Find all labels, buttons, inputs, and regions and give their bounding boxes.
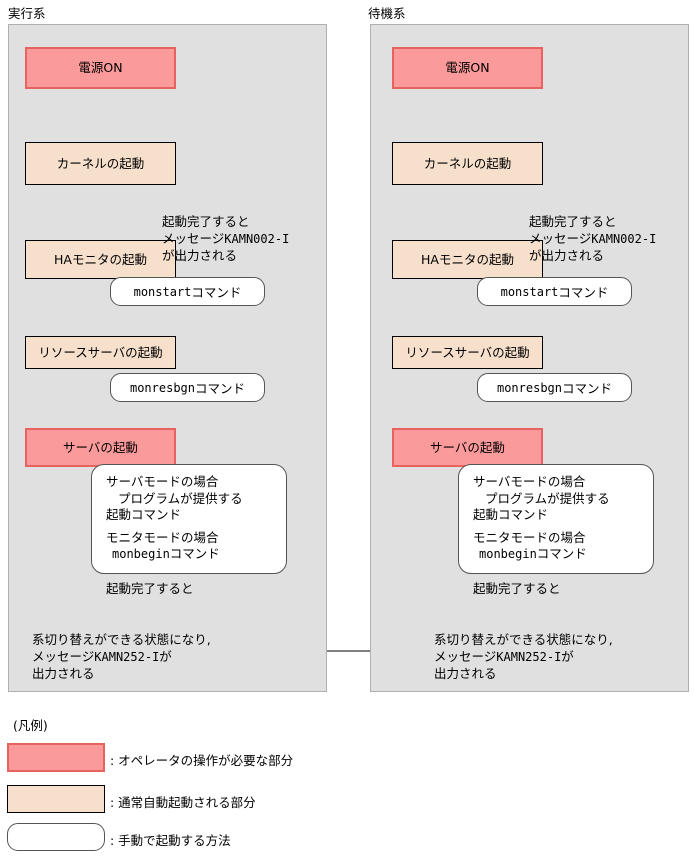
step-box-ha-monitor-start-active[interactable]: HAモニタの起動 xyxy=(25,240,176,279)
server-mode-label-active: サーバモードの場合 xyxy=(106,474,219,489)
step-box-server-start-standby[interactable]: サーバの起動 xyxy=(392,428,543,467)
panel-title-active: 実行系 xyxy=(8,6,46,21)
final-line-2: メッセージKAMN252-Iが xyxy=(32,649,211,666)
note-line-2: メッセージKAMN002-I xyxy=(162,231,289,248)
command-callout-server-modes-standby[interactable]: サーバモードの場合 プログラムが提供する 起動コマンド モニタモードの場合 mo… xyxy=(458,464,654,574)
note-startup-complete-active: 起動完了すると xyxy=(106,581,194,596)
final-line-1: 系切り替えができる状態になり, xyxy=(32,632,211,647)
final-message-prefix: メッセージ xyxy=(32,648,95,664)
legend-title: (凡例) xyxy=(13,718,48,733)
server-mode-command-active: 起動コマンド xyxy=(106,507,182,522)
note-line-2: メッセージKAMN002-I xyxy=(529,231,656,248)
note-line-1: 起動完了すると xyxy=(529,214,617,229)
step-box-kernel-start-standby[interactable]: カーネルの起動 xyxy=(392,142,543,185)
panel-title-standby: 待機系 xyxy=(368,6,406,21)
note-line-3: が出力される xyxy=(162,247,238,263)
server-mode-label-standby: サーバモードの場合 xyxy=(473,474,586,489)
command-name-monstart-standby: monstart xyxy=(500,284,559,299)
step-box-power-on-standby[interactable]: 電源ON xyxy=(392,47,543,89)
step-box-power-on-active[interactable]: 電源ON xyxy=(25,47,176,89)
monitor-mode-command-standby: monbeginコマンド xyxy=(473,546,643,563)
command-name-monresbgn-standby: monresbgn xyxy=(496,380,562,395)
final-message-id: KAMN252-I xyxy=(94,649,160,664)
command-suffix-monstart-active: コマンド xyxy=(191,285,242,300)
note-startup-complete-standby: 起動完了すると xyxy=(473,581,561,596)
note-message-prefix: メッセージ xyxy=(529,230,592,246)
command-suffix-monresbgn-active: コマンド xyxy=(195,381,246,396)
final-message-suffix: が xyxy=(159,648,172,664)
command-callout-server-modes-active[interactable]: サーバモードの場合 プログラムが提供する 起動コマンド モニタモードの場合 mo… xyxy=(91,464,287,574)
legend-label-manual: : オペレータの操作が必要な部分 xyxy=(110,753,294,768)
monbegin-command-name-active: monbegin xyxy=(112,547,170,561)
final-message-id: KAMN252-I xyxy=(496,649,562,664)
server-mode-command-standby: 起動コマンド xyxy=(473,507,549,522)
step-box-ha-monitor-start-standby[interactable]: HAモニタの起動 xyxy=(392,240,543,279)
note-message-id: KAMN002-I xyxy=(591,231,657,246)
monitor-mode-command-active: monbeginコマンド xyxy=(106,546,276,563)
final-line-3: 出力される xyxy=(32,665,95,681)
note-line-3: が出力される xyxy=(529,247,605,263)
command-suffix-monstart-standby: コマンド xyxy=(558,285,609,300)
note-message-prefix: メッセージ xyxy=(162,230,225,246)
legend-label-command: : 手動で起動する方法 xyxy=(110,833,231,848)
monbegin-command-name-standby: monbegin xyxy=(479,547,537,561)
final-line-1: 系切り替えができる状態になり, xyxy=(434,632,613,647)
legend-swatch-command xyxy=(7,823,105,851)
note-ha-monitor-message-active: 起動完了すると メッセージKAMN002-I が出力される xyxy=(162,214,289,264)
legend-swatch-manual xyxy=(7,743,105,772)
step-box-resource-server-start-standby[interactable]: リソースサーバの起動 xyxy=(392,336,543,369)
note-final-state-standby: 系切り替えができる状態になり, メッセージKAMN252-Iが 出力される xyxy=(434,632,613,682)
monbegin-command-suffix-standby: コマンド xyxy=(536,546,587,561)
monbegin-command-suffix-active: コマンド xyxy=(169,546,220,561)
final-message-prefix: メッセージ xyxy=(434,648,497,664)
command-suffix-monresbgn-standby: コマンド xyxy=(562,381,613,396)
monitor-mode-label-active: モニタモードの場合 xyxy=(106,529,219,545)
final-message-suffix: が xyxy=(561,648,574,664)
server-mode-desc-standby: プログラムが提供する xyxy=(485,490,610,506)
legend-swatch-auto xyxy=(7,785,105,813)
command-name-monstart-active: monstart xyxy=(133,284,192,299)
command-name-monresbgn-active: monresbgn xyxy=(129,380,195,395)
legend-label-auto: : 通常自動起動される部分 xyxy=(110,795,256,810)
step-box-server-start-active[interactable]: サーバの起動 xyxy=(25,428,176,467)
server-mode-desc-active: プログラムが提供する xyxy=(118,490,243,506)
step-box-kernel-start-active[interactable]: カーネルの起動 xyxy=(25,142,176,185)
note-message-id: KAMN002-I xyxy=(224,231,290,246)
final-line-3: 出力される xyxy=(434,665,497,681)
monitor-mode-label-standby: モニタモードの場合 xyxy=(473,529,586,545)
final-line-2: メッセージKAMN252-Iが xyxy=(434,649,613,666)
note-final-state-active: 系切り替えができる状態になり, メッセージKAMN252-Iが 出力される xyxy=(32,632,211,682)
note-ha-monitor-message-standby: 起動完了すると メッセージKAMN002-I が出力される xyxy=(529,214,656,264)
note-line-1: 起動完了すると xyxy=(162,214,250,229)
step-box-resource-server-start-active[interactable]: リソースサーバの起動 xyxy=(25,336,176,369)
